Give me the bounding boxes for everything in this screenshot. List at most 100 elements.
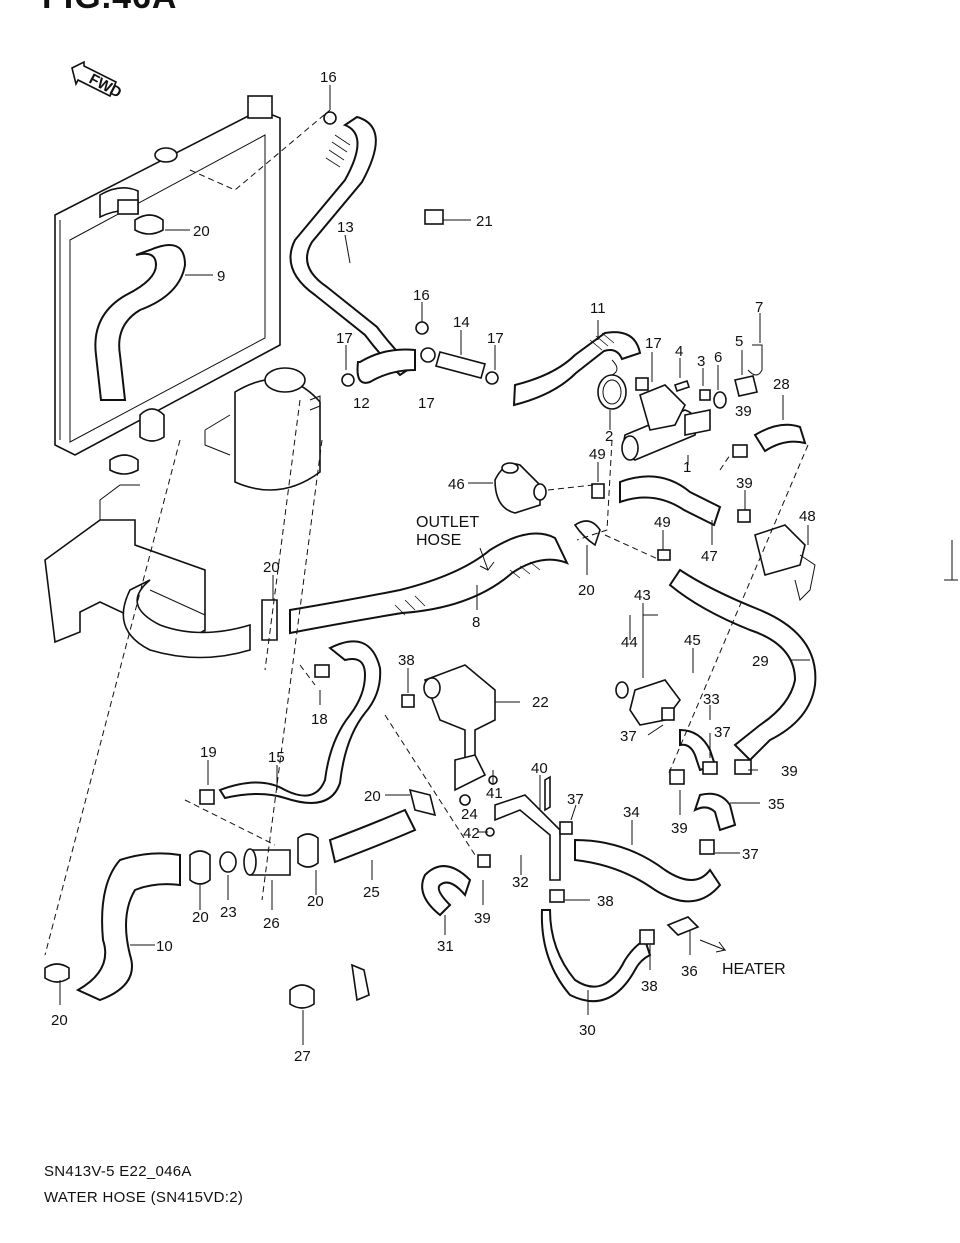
radiator-outlet-pipe — [122, 579, 251, 659]
callout-39-c: 39 — [781, 763, 798, 780]
callout-5: 5 — [735, 333, 743, 350]
callout-3: 3 — [697, 353, 705, 370]
callout-38-a: 38 — [398, 652, 415, 669]
hose-15 — [218, 640, 382, 804]
pipe-26 — [243, 848, 291, 876]
callout-38-c: 38 — [641, 978, 658, 995]
callout-38-b: 38 — [597, 893, 614, 910]
hose-10 — [75, 852, 181, 1002]
callout-2: 2 — [605, 428, 613, 445]
callout-20-e: 20 — [192, 909, 209, 926]
callout-16-mid: 16 — [413, 287, 430, 304]
hose-31 — [421, 865, 472, 917]
callout-18: 18 — [311, 711, 328, 728]
callout-39-e: 39 — [474, 910, 491, 927]
callout-10: 10 — [156, 938, 173, 955]
callout-30: 30 — [579, 1022, 596, 1039]
callout-44: 44 — [621, 634, 638, 651]
valve-48 — [754, 524, 816, 601]
callout-20-d: 20 — [364, 788, 381, 805]
callout-46: 46 — [448, 476, 465, 493]
callout-48: 48 — [799, 508, 816, 525]
valve-46 — [494, 462, 547, 514]
callout-19: 19 — [200, 744, 217, 761]
callout-17-a: 17 — [487, 330, 504, 347]
callout-9: 9 — [217, 268, 225, 285]
callout-7: 7 — [755, 299, 763, 316]
callout-20-a: 20 — [193, 223, 210, 240]
heater-label: HEATER — [722, 961, 786, 978]
callout-39-a: 39 — [735, 403, 752, 420]
callout-31: 31 — [437, 938, 454, 955]
hose-35 — [693, 792, 737, 832]
callout-33: 33 — [703, 691, 720, 708]
leader-lines — [44, 85, 810, 1045]
callout-15: 15 — [268, 749, 285, 766]
callout-49-b: 49 — [654, 514, 671, 531]
thermostat-housing — [597, 374, 711, 461]
hose-clamps — [44, 111, 752, 1009]
callout-39-d: 39 — [671, 820, 688, 837]
callout-23: 23 — [220, 904, 237, 921]
hose-8 — [289, 532, 570, 635]
callout-24: 24 — [461, 806, 478, 823]
callout-4: 4 — [675, 343, 683, 360]
callout-17-b: 17 — [336, 330, 353, 347]
callout-28: 28 — [773, 376, 790, 393]
hose-30 — [540, 909, 652, 1003]
callout-13: 13 — [337, 219, 354, 236]
hose-29 — [668, 568, 817, 762]
hose-9 — [94, 244, 187, 401]
hose-47 — [619, 475, 722, 527]
outlet-label-line2: HOSE — [416, 532, 461, 549]
callout-41: 41 — [486, 785, 503, 802]
pipe-14 — [435, 351, 486, 379]
callout-17-c: 17 — [418, 395, 435, 412]
callout-6: 6 — [714, 349, 722, 366]
outlet-label-line1: OUTLET — [416, 514, 479, 531]
callout-37-d: 37 — [742, 846, 759, 863]
reservoir-tank — [204, 367, 321, 491]
callout-16-top: 16 — [320, 69, 337, 86]
callout-37-c: 37 — [567, 791, 584, 808]
hose-33 — [679, 728, 717, 772]
callout-35: 35 — [768, 796, 785, 813]
callout-29: 29 — [752, 653, 769, 670]
callout-14: 14 — [453, 314, 470, 331]
pipe-32 — [494, 794, 561, 881]
drawing-caption: WATER HOSE (SN415VD:2) — [44, 1189, 244, 1206]
callout-39-b: 39 — [736, 475, 753, 492]
callout-26: 26 — [263, 915, 280, 932]
callout-20-f: 20 — [307, 893, 324, 910]
callout-1: 1 — [683, 459, 691, 476]
hose-12 — [356, 348, 416, 384]
callout-8: 8 — [472, 614, 480, 631]
callout-47: 47 — [701, 548, 718, 565]
callout-40: 40 — [531, 760, 548, 777]
callout-43: 43 — [634, 587, 651, 604]
callout-37-b: 37 — [714, 724, 731, 741]
hose-13-pattern — [325, 134, 351, 168]
callout-22: 22 — [532, 694, 549, 711]
sensor-parts — [673, 344, 763, 409]
thermostat-cover-22 — [423, 664, 496, 792]
callout-11: 11 — [590, 300, 606, 317]
callout-45: 45 — [684, 632, 701, 649]
callout-20-c: 20 — [578, 582, 595, 599]
drawing-code: SN413V-5 E22_046A — [44, 1163, 192, 1180]
callout-numbers: 16 13 21 20 9 16 14 17 17 17 12 11 17 4 … — [51, 69, 816, 1065]
edge-mark — [944, 540, 958, 581]
hose-28 — [753, 423, 807, 453]
callout-49-a: 49 — [589, 446, 606, 463]
hose-25 — [328, 808, 417, 864]
fwd-arrow-icon: FWD — [71, 60, 124, 102]
callout-25: 25 — [363, 884, 380, 901]
callout-27: 27 — [294, 1048, 311, 1065]
callout-34: 34 — [623, 804, 640, 821]
callout-36: 36 — [681, 963, 698, 980]
callout-20-b: 20 — [263, 559, 280, 576]
callout-20-g: 20 — [51, 1012, 68, 1029]
callout-17-d: 17 — [645, 335, 662, 352]
hose-11 — [512, 331, 642, 407]
